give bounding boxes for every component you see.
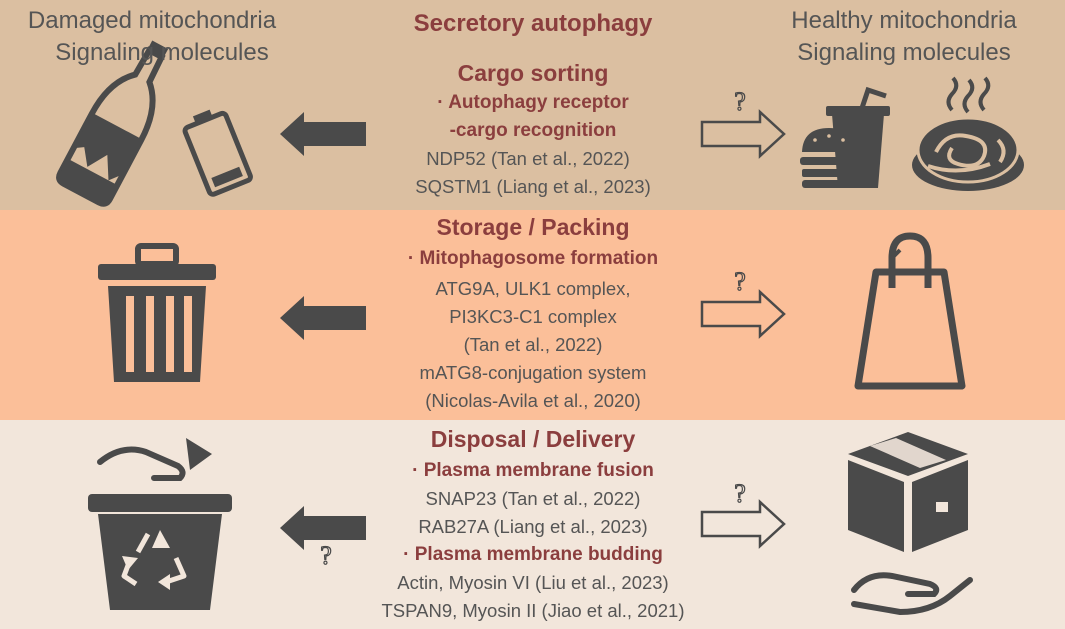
disposal-delivery-line-3: Actin, Myosin VI (Liu et al., 2023) (397, 572, 669, 593)
right-arrow-row2 (700, 289, 786, 339)
left-arrow-row2 (280, 296, 366, 340)
storage-packing-heading: Storage / Packing (436, 214, 630, 240)
right-title-line2: Signaling molecules (797, 39, 1011, 66)
low-battery-icon (182, 109, 253, 197)
left-title-line1: Damaged mitochondria (27, 7, 277, 34)
disposal-delivery-line-2: RAB27A (Liang et al., 2023) (418, 516, 648, 537)
package-delivery-icon (848, 432, 973, 616)
cargo-sorting-band (0, 0, 1065, 210)
question-mark-row3-left: ? (320, 541, 332, 570)
shopping-bag-icon (854, 232, 966, 390)
storage-packing-line-3: (Tan et al., 2022) (463, 334, 603, 355)
storage-packing-line-4: mATG8-conjugation system (419, 362, 647, 383)
disposal-delivery-line-1: SNAP23 (Tan et al., 2022) (425, 488, 641, 509)
recycle-bin-icon (88, 438, 232, 610)
right-arrow-row3 (700, 499, 786, 549)
right-title-line1: Healthy mitochondria (791, 7, 1017, 34)
fast-food-icon (800, 86, 890, 188)
cargo-sorting-line-2: SQSTM1 (Liang et al., 2023) (415, 176, 651, 197)
disposal-delivery-sub-2: · Plasma membrane budding (403, 544, 663, 565)
storage-packing-line-2: PI3KC3-C1 complex (449, 306, 617, 327)
disposal-delivery-line-4: TSPAN9, Myosin II (Jiao et al., 2021) (381, 600, 685, 621)
cargo-sorting-sub-1: · Autophagy receptor (437, 92, 629, 113)
right-arrow-row1 (700, 109, 786, 159)
storage-packing-sub-1: · Mitophagosome formation (407, 248, 659, 269)
storage-packing-line-1: ATG9A, ULK1 complex, (435, 278, 631, 299)
question-mark-row3-right: ? (734, 479, 746, 508)
left-arrow-row1 (280, 112, 366, 156)
trash-can-icon (98, 243, 216, 382)
question-mark-row2: ? (734, 267, 746, 296)
left-title-line2: Signaling molecules (55, 39, 269, 66)
question-mark-row1: ? (734, 87, 746, 116)
left-arrow-row3 (280, 506, 366, 550)
disposal-delivery-heading: Disposal / Delivery (430, 426, 636, 452)
cargo-sorting-line-1: NDP52 (Tan et al., 2022) (426, 148, 630, 169)
center-title: Secretory autophagy (413, 10, 653, 37)
cargo-sorting-heading: Cargo sorting (457, 60, 609, 86)
storage-packing-line-5: (Nicolas-Avila et al., 2020) (425, 390, 641, 411)
hot-noodles-icon (912, 76, 1024, 191)
disposal-delivery-sub-1: · Plasma membrane fusion (412, 460, 654, 481)
cargo-sorting-sub-2: -cargo recognition (449, 120, 617, 141)
